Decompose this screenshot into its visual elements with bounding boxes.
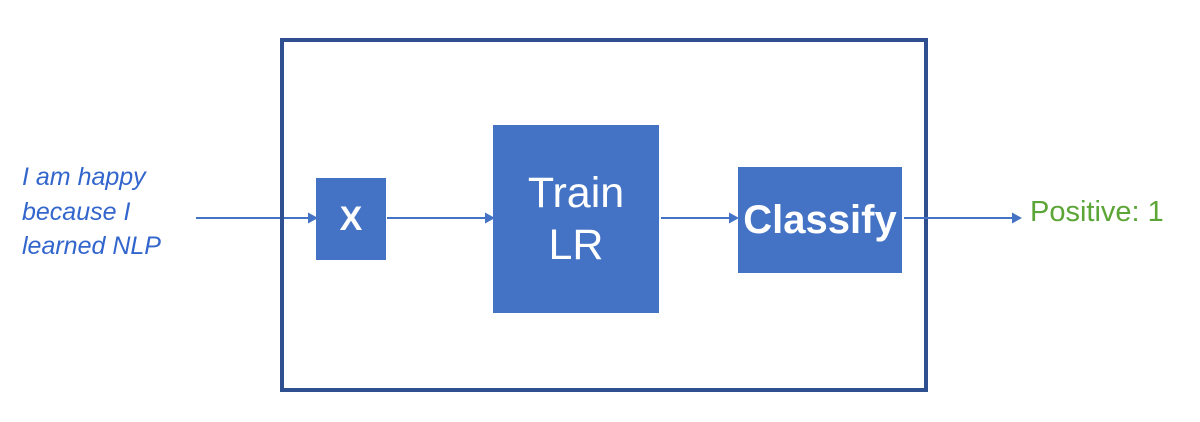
arrow-classify-to-output (904, 210, 1022, 226)
block-train-lr-label-line-1: Train (527, 168, 625, 217)
arrow-train-lr-to-classify (661, 210, 739, 226)
block-classify-label: Classify (743, 197, 897, 242)
input-text-line-1: I am happy (22, 163, 146, 191)
block-train-lr-label-line-2: LR (548, 221, 604, 269)
input-text: I am happy because I learned NLP (22, 160, 262, 264)
block-train-lr[interactable]: Train LR (493, 125, 659, 313)
input-text-line-3: learned NLP (22, 232, 161, 260)
block-x-label: X (339, 199, 363, 238)
block-x[interactable]: X (316, 178, 386, 260)
input-text-line-2: because I (22, 197, 131, 226)
arrow-x-to-train-lr (387, 210, 495, 226)
pipeline-container (280, 38, 928, 392)
block-classify[interactable]: Classify (738, 167, 902, 273)
arrow-input-to-x (196, 210, 318, 226)
output-text: Positive: 1 (1030, 196, 1164, 228)
